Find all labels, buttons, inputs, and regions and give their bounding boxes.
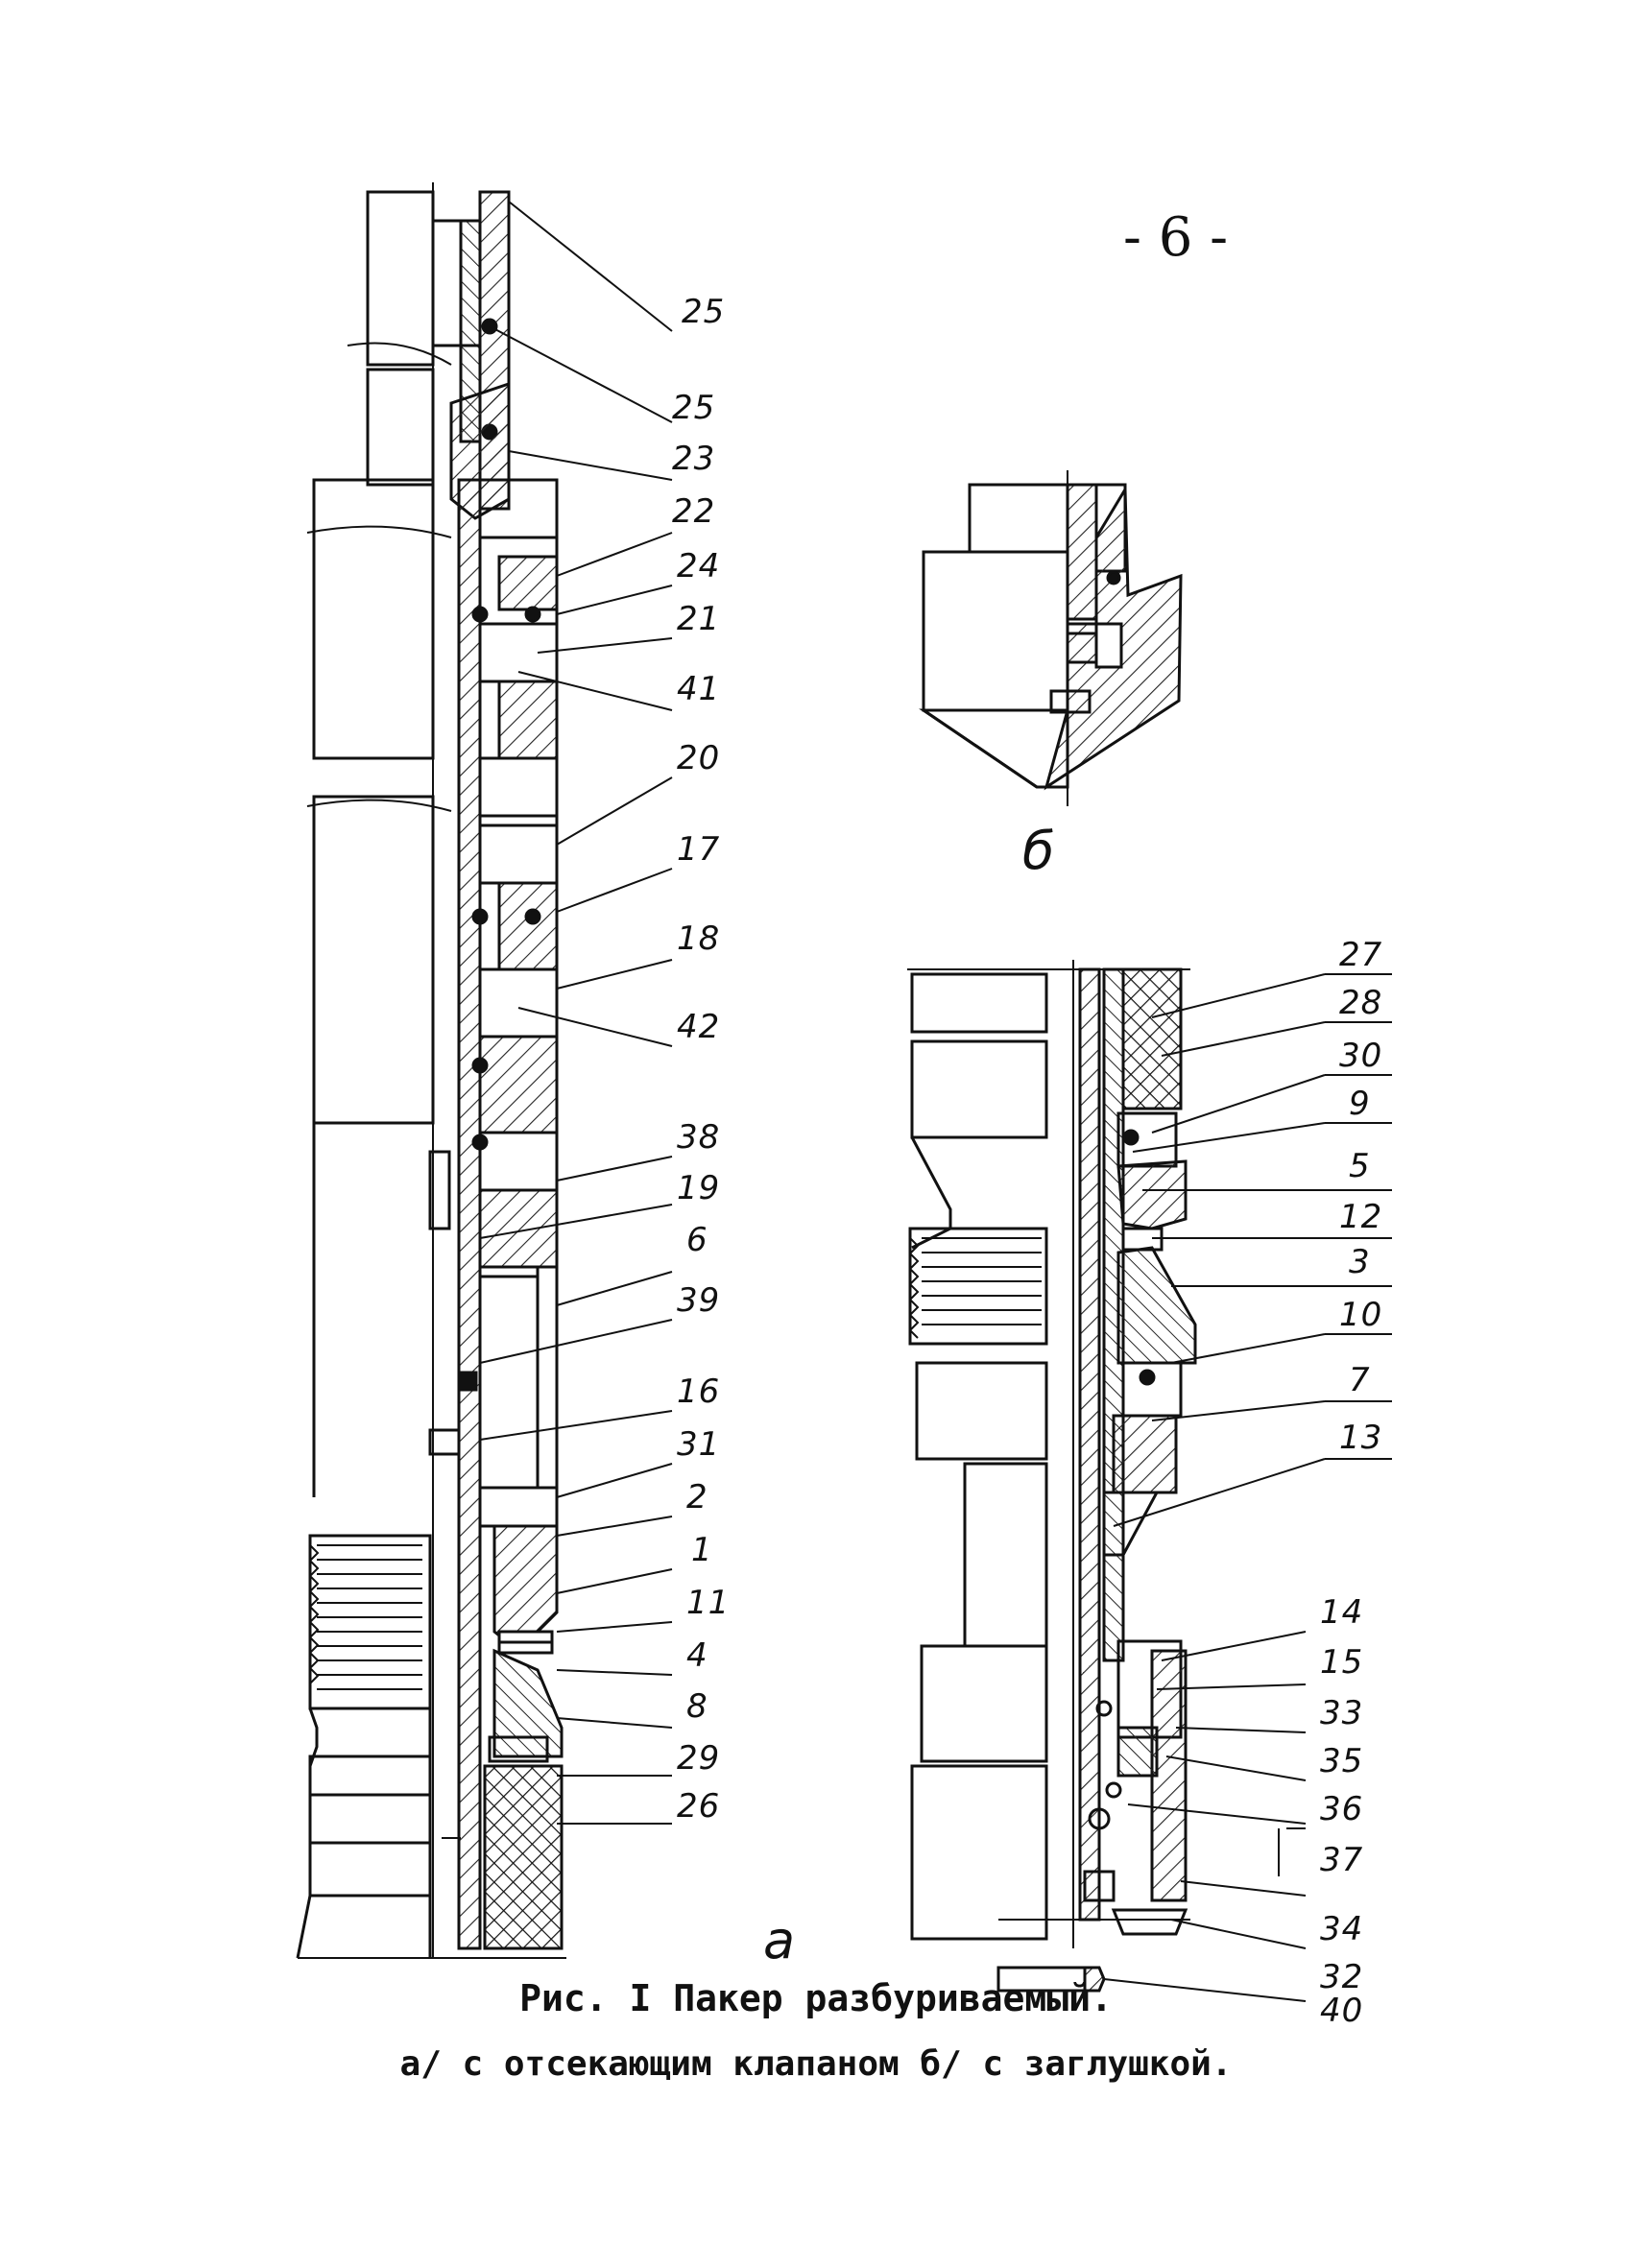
callout-label: 37 (1320, 1841, 1364, 1879)
callout-label: 8 (686, 1687, 708, 1726)
figure-caption-title: Рис. I Пакер разбуриваемый. (519, 1977, 1113, 2019)
callout-label: 5 (1349, 1147, 1371, 1185)
callout-label: 1 (691, 1531, 713, 1569)
callout-label: 11 (686, 1584, 731, 1622)
callout-label: 42 (677, 1008, 721, 1046)
callout-label: 30 (1339, 1037, 1383, 1075)
callout-label: 38 (677, 1118, 721, 1157)
callout-label: 35 (1320, 1742, 1364, 1780)
callout-label: 27 (1339, 936, 1383, 974)
callout-label: 23 (672, 440, 716, 478)
view-c-valve-assembly (907, 960, 1197, 1993)
callout-label: 41 (677, 670, 721, 708)
view-c-leaders (1103, 973, 1392, 2002)
callout-label: 14 (1320, 1593, 1364, 1632)
callout-label: 20 (677, 739, 721, 777)
callout-label: 28 (1339, 984, 1383, 1022)
callout-label: 33 (1320, 1694, 1364, 1732)
callout-label: 16 (677, 1373, 721, 1411)
callout-label: 18 (677, 919, 721, 958)
callout-label: 31 (677, 1425, 721, 1464)
callout-label: 13 (1339, 1419, 1383, 1457)
callout-label: 4 (686, 1636, 708, 1675)
callout-label: 29 (677, 1739, 721, 1778)
callout-label: 10 (1339, 1296, 1383, 1334)
callout-label: 17 (677, 830, 721, 869)
view-a-label: a (763, 1910, 796, 1970)
view-a-assembly (296, 182, 566, 1959)
callout-label: 25 (672, 389, 716, 427)
callout-label: 3 (1349, 1243, 1371, 1281)
callout-label: 32 (1320, 1958, 1364, 1996)
callout-label: 21 (677, 600, 721, 638)
callout-label: 40 (1320, 1992, 1364, 2030)
callout-label: 9 (1349, 1085, 1371, 1123)
view-b-label: б (1022, 821, 1055, 881)
callout-label: 15 (1320, 1643, 1364, 1682)
callout-label: 36 (1320, 1790, 1364, 1828)
view-a-leaders (442, 201, 673, 1839)
callout-label: 2 (686, 1478, 708, 1516)
callout-label: 39 (677, 1281, 721, 1320)
callout-label: 12 (1339, 1198, 1383, 1236)
view-b-plug (919, 470, 1183, 806)
callout-label: 19 (677, 1169, 721, 1207)
callout-label: 7 (1349, 1361, 1371, 1399)
callout-label: 24 (677, 547, 721, 585)
callout-label: 6 (686, 1221, 708, 1259)
callout-label: 22 (672, 492, 716, 531)
callout-label: 26 (677, 1787, 721, 1826)
figure-caption-subtitle: а/ с отсекающим клапаном б/ с заглушкой. (399, 2044, 1233, 2084)
page-number: - 6 - (1123, 206, 1229, 269)
callout-label: 25 (682, 293, 726, 331)
callout-label: 34 (1320, 1910, 1364, 1948)
